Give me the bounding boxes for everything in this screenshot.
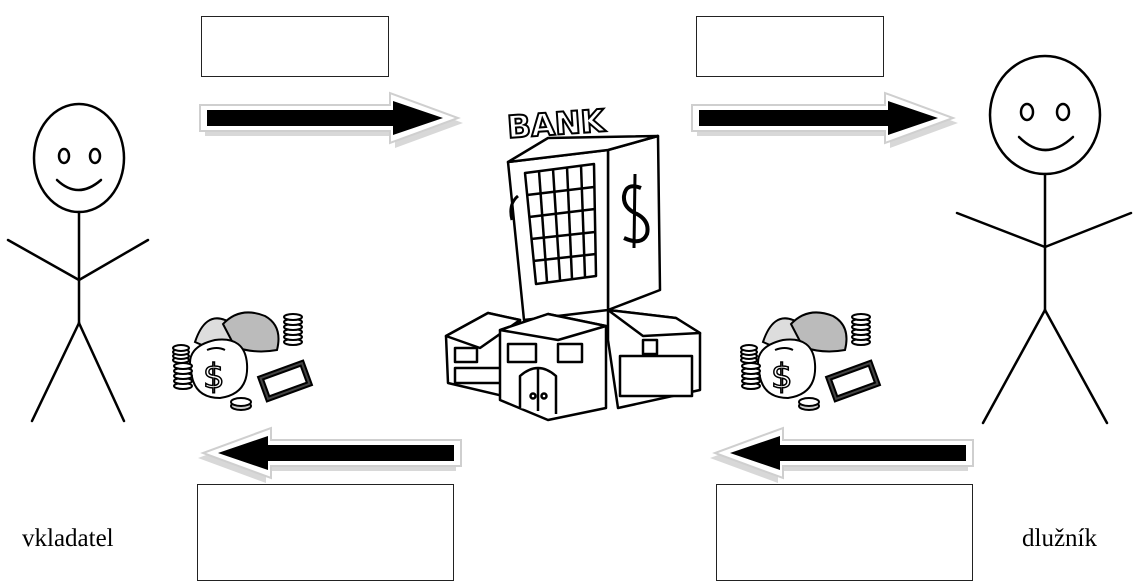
bank-building-icon: BANK — [444, 102, 702, 422]
answer-box-bottom-left[interactable] — [197, 484, 454, 581]
arrow-right-icon — [691, 91, 958, 148]
depositor-label: vkladatel — [22, 525, 114, 552]
answer-box-bottom-right[interactable] — [716, 484, 973, 581]
borrower-label: dlužník — [1022, 525, 1097, 552]
answer-box-top-left[interactable] — [201, 16, 389, 77]
svg-text:$: $ — [203, 357, 225, 397]
arrow-left-icon — [198, 426, 462, 483]
arrow-right-icon — [199, 91, 463, 148]
money-bag-icon: $ — [740, 311, 882, 411]
answer-box-top-right[interactable] — [696, 16, 884, 77]
arrow-left-icon — [710, 426, 974, 483]
svg-text:$: $ — [771, 357, 793, 397]
stick-figure-icon — [955, 54, 1133, 425]
bank-sign: BANK — [506, 103, 607, 146]
stick-figure-icon — [6, 102, 150, 423]
money-bag-icon: $ — [172, 311, 314, 411]
